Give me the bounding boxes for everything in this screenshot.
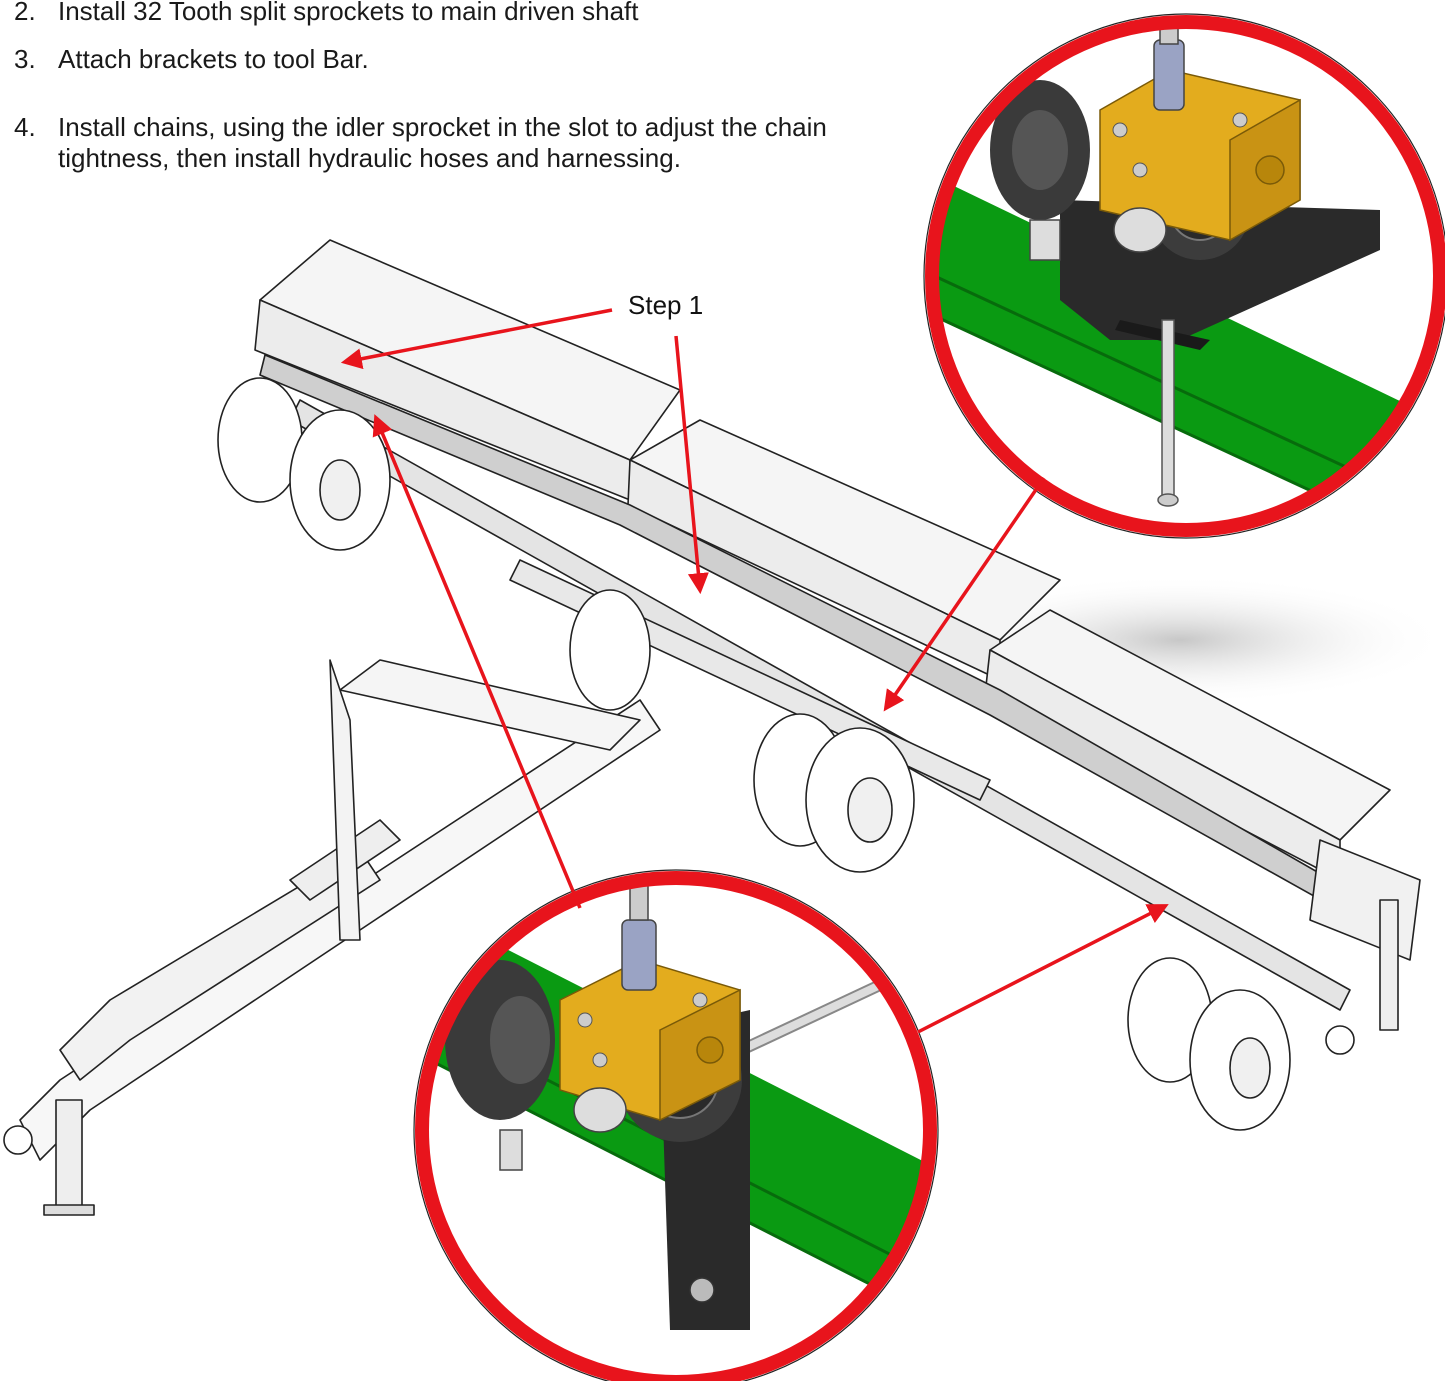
step-number: 4. (14, 112, 36, 142)
step-text: Install chains, using the idler sprocket… (58, 112, 827, 173)
instruction-step-3: 3. Attach brackets to tool Bar. (14, 44, 938, 75)
callout-arrows (340, 308, 1169, 1034)
wheels (217, 377, 1355, 1131)
step-number: 3. (14, 44, 36, 74)
planter-machine (3, 239, 1421, 1216)
arrow-bottom-detail-left (372, 414, 582, 909)
arrow-step1-left (340, 308, 613, 370)
detail-view-top (923, 13, 1445, 539)
detail-view-bottom (413, 869, 939, 1381)
arrow-step1-center (674, 335, 709, 595)
detail-ring-bottom (415, 871, 937, 1381)
step-number: 2. (14, 0, 36, 26)
instruction-step-2: 2. Install 32 Tooth split sprockets to m… (14, 0, 938, 27)
step-text: Install 32 Tooth split sprockets to main… (58, 0, 639, 26)
detail-ring-top (925, 15, 1445, 537)
callout-label-step1: Step 1 (628, 290, 704, 320)
arrow-bottom-detail-right (917, 904, 1169, 1034)
step-text: Attach brackets to tool Bar. (58, 44, 369, 74)
instruction-step-4: 4. Install chains, using the idler sproc… (14, 112, 938, 174)
arrow-top-detail (883, 477, 1046, 712)
